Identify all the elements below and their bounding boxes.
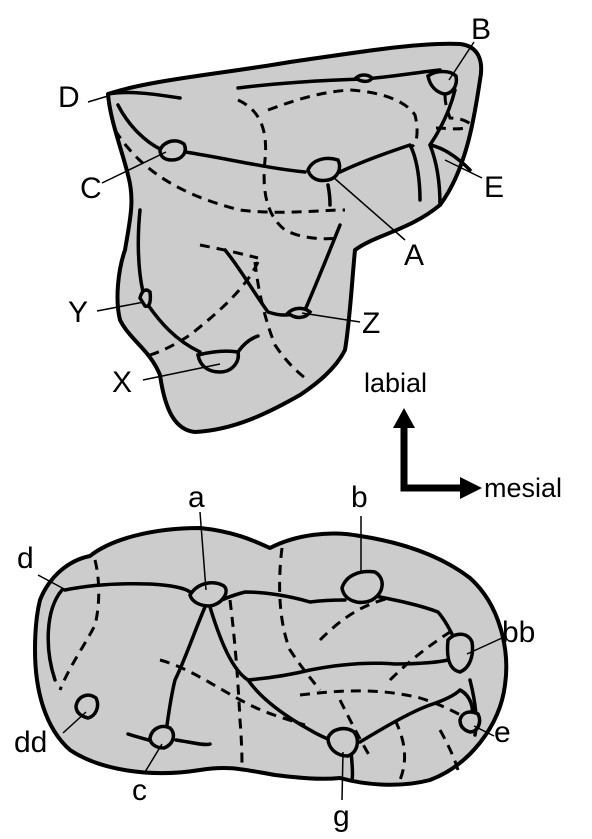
cusp-dd	[76, 695, 98, 718]
label-x: X	[112, 366, 132, 399]
cusp-x	[198, 351, 238, 372]
cusp-b-lower	[342, 572, 382, 603]
label-b: B	[471, 13, 491, 46]
lower-tooth: a b bb c d dd e g	[14, 481, 535, 833]
label-dd: dd	[14, 726, 47, 759]
label-e-lower: e	[494, 716, 511, 749]
label-c-lower: c	[132, 774, 147, 807]
leader-d	[88, 96, 108, 102]
cusp-small	[356, 75, 372, 81]
orientation-arrow-path	[404, 424, 464, 488]
arrow-right-head	[460, 477, 482, 499]
label-d: D	[58, 81, 80, 114]
cusp-e	[460, 712, 480, 732]
mesial-label: mesial	[484, 473, 562, 503]
cusp-c	[160, 141, 185, 160]
label-g: g	[333, 800, 350, 833]
label-c: C	[80, 172, 102, 205]
lower-tooth-outline	[35, 528, 506, 785]
ridge	[328, 185, 330, 205]
label-a-lower: a	[188, 481, 205, 514]
orientation-indicator: labial mesial	[364, 368, 562, 503]
label-a: A	[404, 239, 424, 272]
label-z: Z	[362, 307, 380, 340]
upper-tooth: A B C D E X Y Z	[58, 13, 504, 432]
label-y: Y	[68, 296, 88, 329]
label-b-lower: b	[351, 481, 368, 514]
arrow-up-head	[393, 408, 415, 428]
label-bb: bb	[502, 616, 535, 649]
label-d-lower: d	[17, 542, 34, 575]
leader-g	[342, 752, 343, 800]
cusp-g	[328, 729, 357, 756]
labial-label: labial	[364, 368, 427, 398]
label-e: E	[484, 171, 504, 204]
cusp-z	[288, 308, 310, 317]
cusp-a	[308, 158, 340, 180]
